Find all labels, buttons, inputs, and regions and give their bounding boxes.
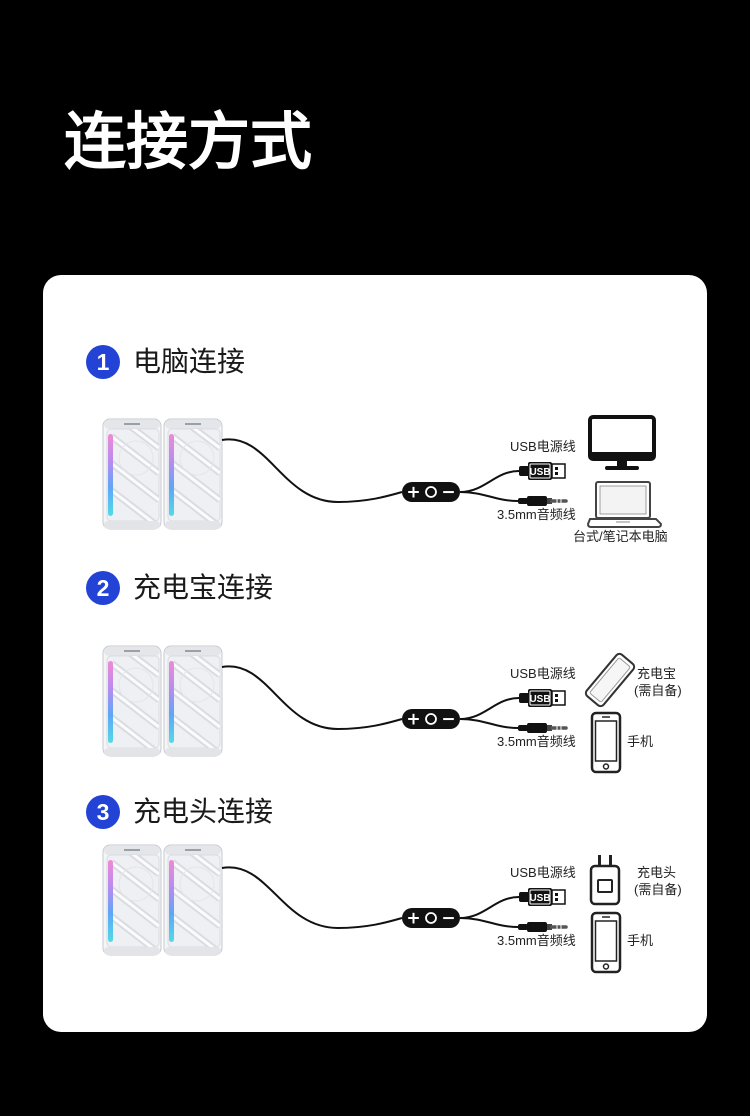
power-bank-icon (584, 652, 636, 708)
speaker-left (103, 845, 161, 955)
diagram-computer: + − USB (0, 410, 750, 555)
audio-cable (459, 491, 519, 502)
power-bank-label: 充电宝 (637, 666, 677, 681)
phone-icon (590, 911, 622, 974)
speaker-cable (221, 438, 403, 504)
power-bank-note: (需自备) (634, 683, 682, 698)
audio-cable-label: 3.5mm音频线 (497, 734, 576, 749)
inline-controller: + − (402, 482, 460, 503)
volume-up-symbol: + (406, 710, 420, 730)
usb-plug-text: USB (529, 694, 550, 705)
section-header-computer: 1 电脑连接 (86, 345, 245, 379)
audio-cable (459, 718, 519, 729)
charger-label: 充电头 (637, 865, 677, 880)
laptop-icon (586, 481, 663, 528)
usb-power-cable-label: USB电源线 (510, 865, 576, 880)
diagram-graphic: + − USB (0, 415, 663, 555)
step-badge: 2 (86, 571, 120, 605)
speaker-right (164, 845, 222, 955)
circle-button-icon (425, 912, 437, 924)
speaker-left (103, 419, 161, 529)
section-title: 充电宝连接 (133, 572, 274, 603)
monitor-icon (588, 415, 656, 470)
audio-cable-label: 3.5mm音频线 (497, 933, 576, 948)
page-title: 连接方式 (64, 105, 313, 178)
diagram-charger: + − USB (0, 836, 750, 981)
volume-down-symbol: − (441, 710, 455, 730)
charger-note: (需自备) (634, 882, 682, 897)
speaker-right (164, 419, 222, 529)
usb-cable (459, 470, 520, 493)
section-header-charger: 3 充电头连接 (86, 795, 273, 829)
usb-plug-icon: USB (519, 462, 566, 480)
charger-icon (589, 855, 621, 906)
usb-cable (459, 697, 520, 720)
audio-jack-icon (518, 922, 568, 932)
usb-cable (459, 896, 520, 919)
controller-body (402, 908, 460, 928)
section-title: 电脑连接 (133, 346, 246, 377)
audio-cable-label: 3.5mm音频线 (497, 507, 576, 522)
usb-power-cable-label: USB电源线 (510, 666, 576, 681)
volume-down-symbol: − (441, 909, 455, 929)
volume-down-symbol: − (441, 483, 455, 503)
volume-up-symbol: + (406, 483, 420, 503)
inline-controller: + − (402, 908, 460, 929)
usb-plug-text: USB (529, 467, 550, 478)
speaker-left (103, 646, 161, 756)
circle-button-icon (425, 713, 437, 725)
audio-cable (459, 917, 519, 928)
diagram-graphic: + − USB (0, 637, 636, 774)
speaker-right (164, 646, 222, 756)
usb-power-cable-label: USB电源线 (510, 439, 576, 454)
phone-icon (590, 711, 622, 774)
volume-up-symbol: + (406, 909, 420, 929)
computer-device-label: 台式/笔记本电脑 (573, 529, 668, 544)
diagram-power-bank: + − USB (0, 637, 750, 782)
usb-plug-icon: USB (519, 888, 566, 906)
audio-jack-icon (518, 723, 568, 733)
diagram-graphic: + − USB (0, 836, 622, 974)
step-badge: 3 (86, 795, 120, 829)
circle-button-icon (425, 486, 437, 498)
controller-body (402, 709, 460, 729)
usb-plug-text: USB (529, 893, 550, 904)
usb-plug-icon: USB (519, 689, 566, 707)
speaker-cable (221, 665, 403, 731)
inline-controller: + − (402, 709, 460, 730)
phone-label: 手机 (627, 734, 654, 749)
audio-jack-icon (518, 496, 568, 506)
step-badge: 1 (86, 345, 120, 379)
phone-label: 手机 (627, 933, 654, 948)
section-title: 充电头连接 (133, 796, 274, 827)
controller-body (402, 482, 460, 502)
speaker-cable (221, 866, 403, 930)
section-header-power-bank: 2 充电宝连接 (86, 571, 273, 605)
